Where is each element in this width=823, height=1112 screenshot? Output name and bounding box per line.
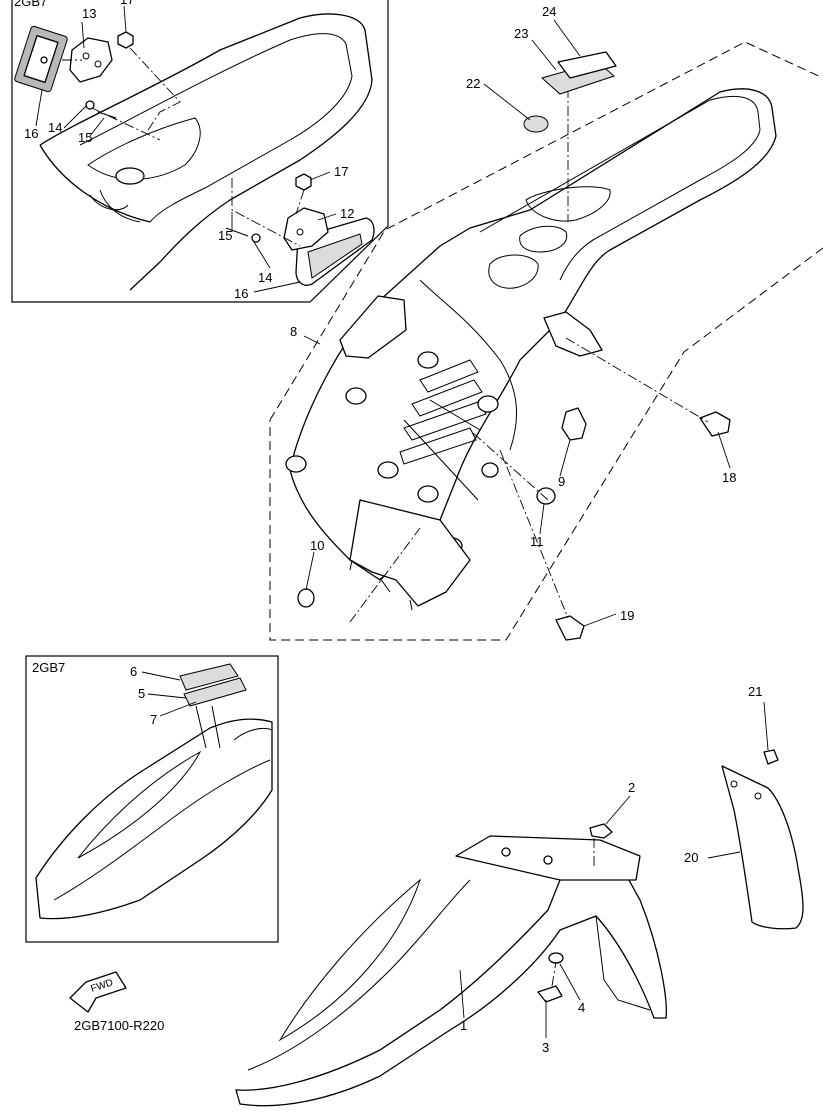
callout-14-top: 14 bbox=[48, 120, 62, 135]
front-fender bbox=[235, 862, 667, 1107]
washer-4 bbox=[548, 952, 564, 964]
washer-2 bbox=[589, 823, 613, 839]
callout-5: 5 bbox=[138, 686, 145, 701]
callout-15-bottom: 15 bbox=[218, 228, 232, 243]
inset-rear-reflectors: 2GB7 bbox=[11, 0, 389, 303]
callout-9: 9 bbox=[558, 474, 565, 489]
callout-2: 2 bbox=[628, 780, 635, 795]
callout-1: 1 bbox=[460, 1018, 467, 1033]
nut-upper bbox=[117, 31, 134, 49]
callout-13: 13 bbox=[82, 6, 96, 21]
callout-4: 4 bbox=[578, 1000, 585, 1015]
callout-19: 19 bbox=[620, 608, 634, 623]
callout-18: 18 bbox=[722, 470, 736, 485]
callout-3: 3 bbox=[542, 1040, 549, 1055]
callout-7: 7 bbox=[150, 712, 157, 727]
callout-24: 24 bbox=[542, 4, 556, 19]
callout-16-bottom: 16 bbox=[234, 286, 248, 301]
mud-flap bbox=[721, 765, 804, 930]
screw-21 bbox=[763, 749, 779, 765]
decal-6 bbox=[179, 663, 239, 691]
callout-22: 22 bbox=[466, 76, 480, 91]
decal-5 bbox=[183, 677, 247, 707]
callout-6: 6 bbox=[130, 664, 137, 679]
inset-front-decals: 2GB7 bbox=[25, 655, 279, 943]
callout-11: 11 bbox=[530, 534, 544, 549]
callout-14-bottom: 14 bbox=[258, 270, 272, 285]
callout-10: 10 bbox=[310, 538, 324, 553]
inset-bottom-label: 2GB7 bbox=[32, 660, 65, 675]
bolt-18 bbox=[699, 411, 731, 437]
callout-17-bottom: 17 bbox=[334, 164, 348, 179]
grommet bbox=[536, 487, 556, 505]
callout-12: 12 bbox=[340, 206, 354, 221]
callout-labels: 13 17 16 14 15 17 12 15 14 16 8 9 11 10 … bbox=[24, 0, 762, 1055]
bolt-3 bbox=[537, 985, 563, 1003]
rear-fender-assembly bbox=[269, 41, 823, 641]
callout-8: 8 bbox=[290, 324, 297, 339]
callout-15-top: 15 bbox=[78, 130, 92, 145]
front-fender-assembly: FWD 2GB7100-R220 bbox=[69, 749, 804, 1107]
decal-24 bbox=[557, 51, 617, 79]
nut-lower bbox=[295, 173, 312, 191]
callout-20: 20 bbox=[684, 850, 698, 865]
callout-23: 23 bbox=[514, 26, 528, 41]
reflector-bracket-lower bbox=[283, 207, 329, 251]
reflector-bracket-upper bbox=[69, 37, 113, 83]
leaders bbox=[35, 5, 769, 1038]
inset-top-label: 2GB7 bbox=[14, 0, 47, 9]
callout-17-top: 17 bbox=[120, 0, 134, 7]
callout-16-top: 16 bbox=[24, 126, 38, 141]
washer-10 bbox=[297, 588, 315, 608]
clip-nut bbox=[561, 407, 587, 441]
fwd-arrow-icon bbox=[69, 971, 127, 1013]
diagram-code: 2GB7100-R220 bbox=[74, 1018, 164, 1033]
bolt-19 bbox=[555, 615, 585, 641]
callout-21: 21 bbox=[748, 684, 762, 699]
